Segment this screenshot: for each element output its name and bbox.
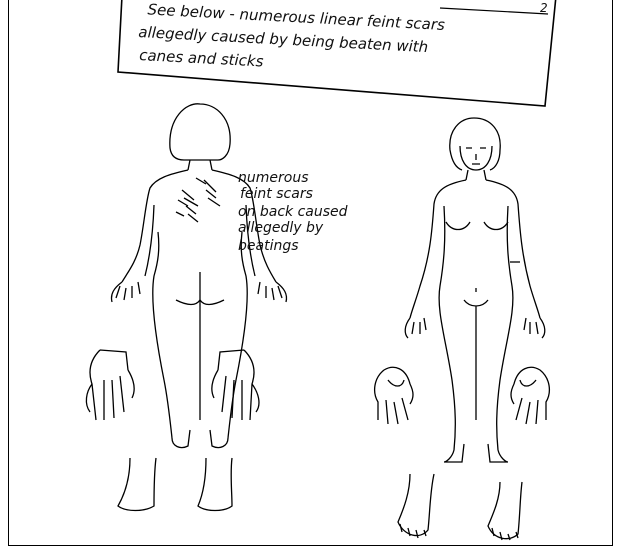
back-view-left-hand <box>86 350 134 420</box>
front-view-feet <box>398 474 522 540</box>
front-view-figure <box>405 118 545 462</box>
front-view-right-hand <box>511 367 549 424</box>
front-view-left-hand <box>375 367 413 424</box>
note-corner-fragment: 2 <box>540 1 548 15</box>
back-annotation-line-1: numerous <box>238 170 309 186</box>
back-annotation-line-5: beatings <box>238 238 299 254</box>
back-annotation-line-4: allegedly by <box>238 220 324 236</box>
back-annotation-line-2: feint scars <box>240 186 313 202</box>
note-box: 2 See below - numerous linear feint scar… <box>118 0 556 106</box>
back-annotation-line-3: on back caused <box>238 204 348 220</box>
back-view-feet <box>118 458 232 511</box>
back-view-figure <box>111 104 286 448</box>
note-line-3: canes and sticks <box>139 46 264 70</box>
back-annotation: numerous feint scars on back caused alle… <box>238 170 348 254</box>
